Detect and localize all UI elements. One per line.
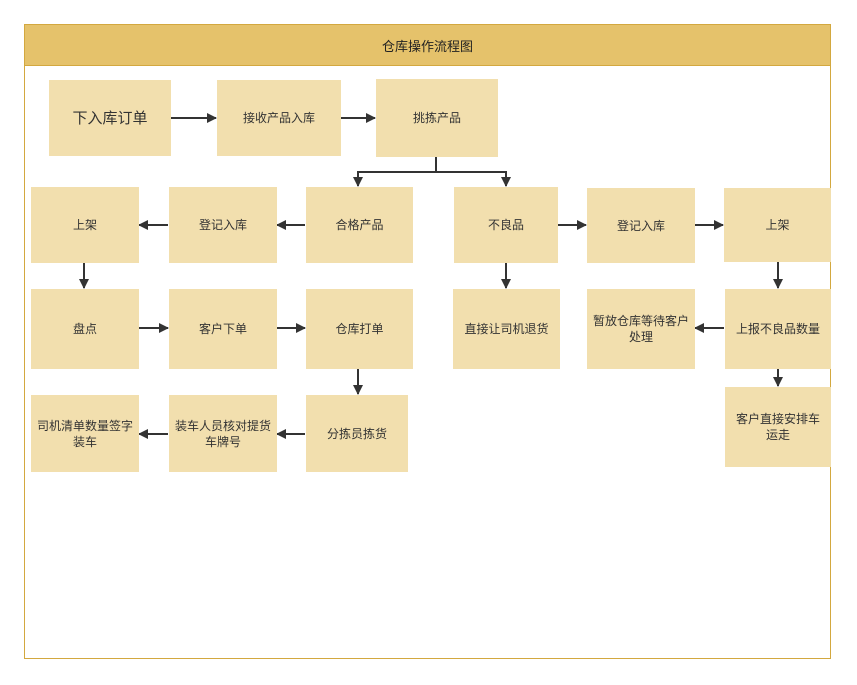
node-shelve-left: 上架 xyxy=(31,187,139,263)
node-receive-products: 接收产品入库 xyxy=(217,80,341,156)
node-driver-return: 直接让司机退货 xyxy=(453,289,560,369)
node-temporary-storage: 暂放仓库等待客户处理 xyxy=(587,289,695,369)
node-shelve-right: 上架 xyxy=(724,188,831,262)
node-customer-arrange-vehicle: 客户直接安排车运走 xyxy=(725,387,831,467)
node-customer-order: 客户下单 xyxy=(169,289,277,369)
node-defective-products: 不良品 xyxy=(454,187,558,263)
node-warehouse-print: 仓库打单 xyxy=(306,289,413,369)
edge-n3-n7 xyxy=(436,171,511,187)
node-place-inbound-order: 下入库订单 xyxy=(49,80,171,156)
node-picker-picking: 分拣员拣货 xyxy=(306,395,408,472)
node-register-right: 登记入库 xyxy=(587,188,695,263)
node-loader-verify-plate: 装车人员核对提货车牌号 xyxy=(169,395,277,472)
edge-n3-n6 xyxy=(353,157,437,187)
node-qualified-products: 合格产品 xyxy=(306,187,413,263)
node-register-left: 登记入库 xyxy=(169,187,277,263)
diagram-title: 仓库操作流程图 xyxy=(25,25,830,66)
node-sort-products: 挑拣产品 xyxy=(376,79,498,157)
node-driver-sign-load: 司机清单数量签字装车 xyxy=(31,395,139,472)
node-inventory-check: 盘点 xyxy=(31,289,139,369)
node-report-defects: 上报不良品数量 xyxy=(725,289,831,369)
